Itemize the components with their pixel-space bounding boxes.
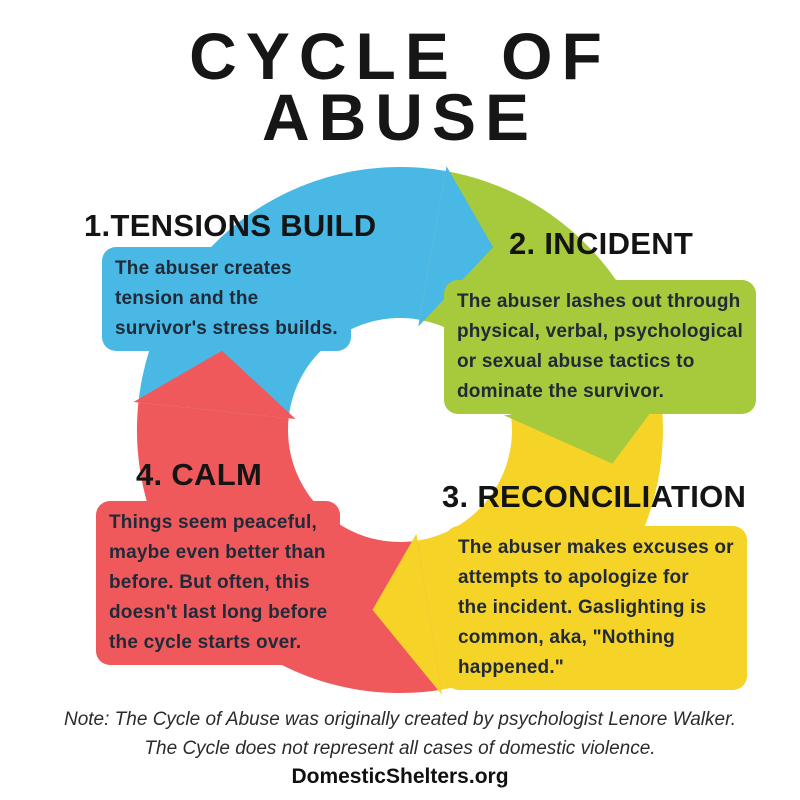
section-body-box-reconciliation: The abuser makes excuses or attempts to …	[445, 526, 747, 690]
page-title-line1: CYCLE OF	[189, 19, 611, 93]
arrow-calm-to-tensions-icon	[133, 350, 296, 419]
footer-source: DomesticShelters.org	[291, 765, 509, 788]
footer-note-line1: Note: The Cycle of Abuse was originally …	[63, 709, 736, 730]
section-body-box-calm: Things seem peaceful, maybe even better …	[96, 501, 341, 665]
section-body-tensions-build: The abuser creates tension and the survi…	[115, 258, 338, 339]
arrow-reconciliation-to-calm-icon	[372, 533, 442, 695]
section-body-calm: Things seem peaceful, maybe even better …	[109, 512, 328, 653]
section-heading-calm: 4. CALM	[136, 457, 263, 492]
arrow-tensions-to-incident-icon	[418, 166, 494, 327]
page-title-line2: ABUSE	[261, 80, 539, 154]
section-heading-incident: 2. INCIDENT	[509, 226, 694, 261]
footer-note-line2: The Cycle does not represent all cases o…	[144, 738, 656, 759]
section-body-incident: The abuser lashes out through physical, …	[457, 291, 744, 402]
section-heading-tensions-build: 1.TENSIONS BUILD	[84, 208, 377, 243]
section-heading-reconciliation: 3. RECONCILIATION	[442, 479, 747, 514]
section-body-reconciliation: The abuser makes excuses or attempts to …	[458, 537, 734, 678]
section-body-box-tensions-build: The abuser creates tension and the survi…	[102, 247, 351, 351]
page-title: CYCLE OF ABUSE	[0, 19, 800, 154]
section-body-box-incident: The abuser lashes out through physical, …	[444, 280, 757, 414]
